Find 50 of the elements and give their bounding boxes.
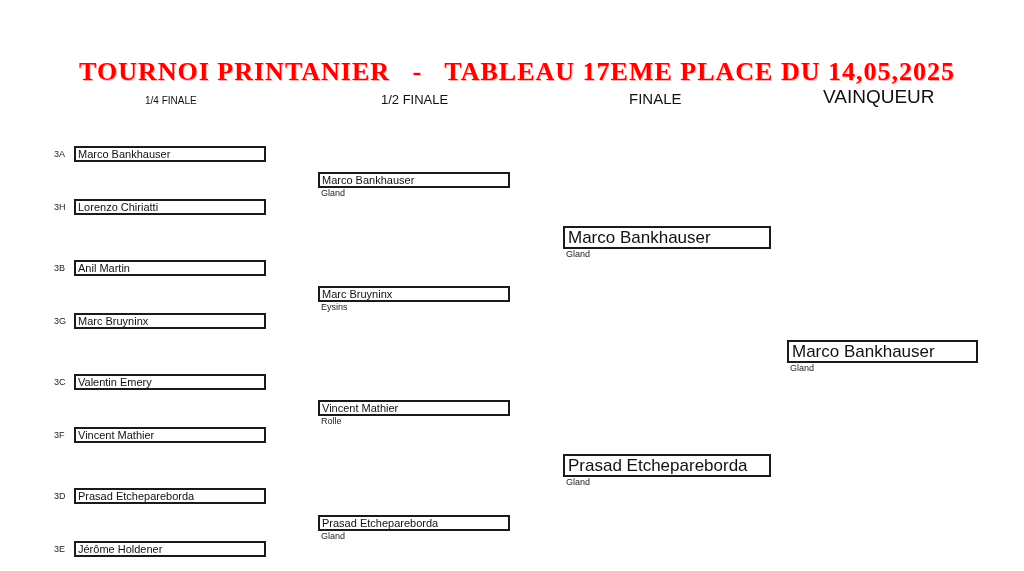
- seed-label: 3H: [54, 202, 66, 212]
- player-name: Prasad Etchepareborda: [78, 490, 195, 502]
- player-name: Marco Bankhauser: [792, 343, 935, 360]
- player-name: Prasad Etchepareborda: [322, 517, 439, 529]
- player-name: Vincent Mathier: [322, 402, 399, 414]
- player-box: [74, 313, 266, 329]
- player-name: Valentin Emery: [78, 376, 152, 388]
- player-name: Marco Bankhauser: [78, 148, 171, 160]
- player-name: Jérôme Holdener: [78, 543, 163, 555]
- player-name: Vincent Mathier: [78, 429, 155, 441]
- round-heading: 1/2 FINALE: [381, 93, 449, 106]
- bracket-title: TOURNOI PRINTANIER - TABLEAU 17EME PLACE DU 14,05,2025: [78, 57, 956, 87]
- round-heading: VAINQUEUR: [823, 87, 935, 106]
- seed-label: 3C: [54, 377, 66, 387]
- player-box: [74, 199, 266, 215]
- player-box: [74, 260, 266, 276]
- club-name: Gland: [566, 477, 591, 487]
- player-box: [74, 488, 266, 504]
- seed-label: 3G: [54, 316, 66, 326]
- club-name: Gland: [321, 531, 346, 541]
- player-box: [74, 541, 266, 557]
- seed-label: 3B: [54, 263, 65, 273]
- player-name: Lorenzo Chiriatti: [78, 201, 159, 213]
- player-box: [563, 226, 771, 249]
- seed-label: 3A: [54, 149, 65, 159]
- player-box: [318, 400, 510, 416]
- round-heading: 1/4 FINALE: [145, 96, 197, 106]
- player-box: [318, 515, 510, 531]
- player-name: Marc Bruyninx: [322, 288, 393, 300]
- round-heading: FINALE: [629, 91, 682, 106]
- club-name: Gland: [790, 363, 815, 373]
- player-name: Anil Martin: [78, 262, 130, 274]
- player-box: [563, 454, 771, 477]
- seed-label: 3E: [54, 544, 65, 554]
- player-name: Marco Bankhauser: [322, 174, 415, 186]
- club-name: Eysins: [321, 302, 348, 312]
- player-name: Marc Bruyninx: [78, 315, 149, 327]
- player-box: [318, 286, 510, 302]
- club-name: Gland: [321, 188, 346, 198]
- seed-label: 3F: [54, 430, 65, 440]
- player-name: Prasad Etchepareborda: [568, 457, 748, 474]
- player-box: [74, 374, 266, 390]
- player-box: [318, 172, 510, 188]
- player-box: [787, 340, 978, 363]
- player-box: [74, 146, 266, 162]
- club-name: Gland: [566, 249, 591, 259]
- player-name: Marco Bankhauser: [568, 229, 711, 246]
- player-box: [74, 427, 266, 443]
- club-name: Rolle: [321, 416, 342, 426]
- seed-label: 3D: [54, 491, 66, 501]
